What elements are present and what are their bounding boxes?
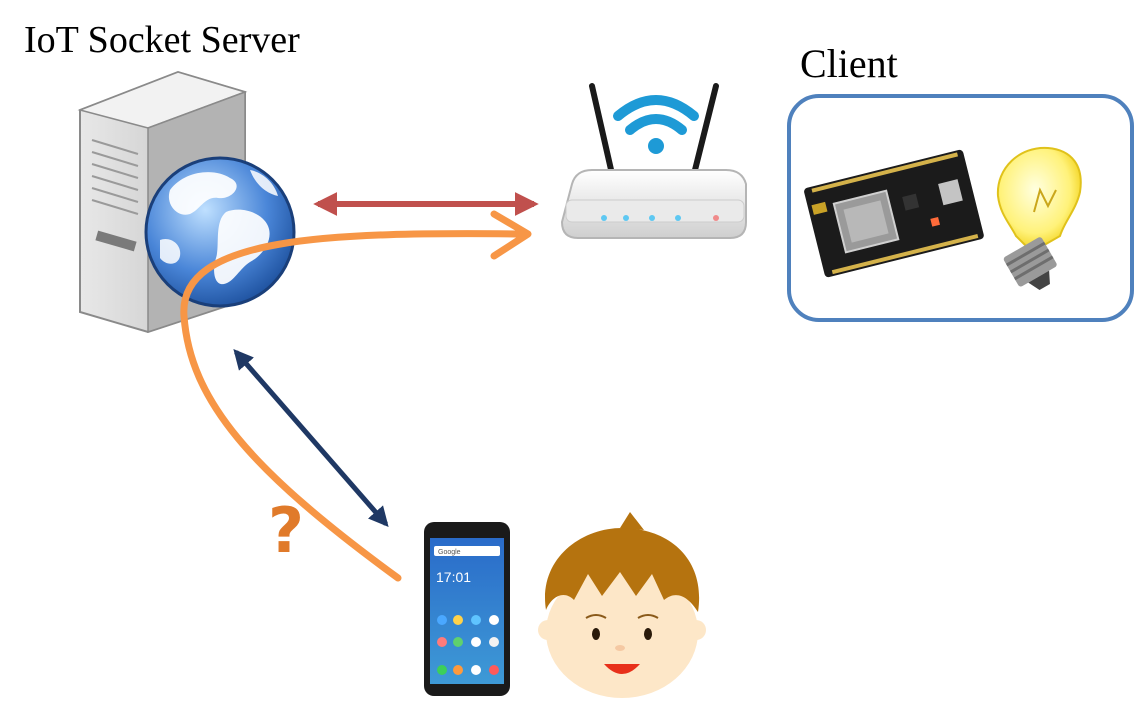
phone-app-grid — [437, 615, 499, 675]
wifi-router-icon — [560, 83, 747, 239]
nodemcu-board-icon — [804, 149, 984, 278]
smartphone-icon: Google 17:01 — [424, 522, 510, 696]
boy-face-icon — [538, 512, 706, 698]
client-title: Client — [800, 41, 898, 86]
server-title: IoT Socket Server — [24, 19, 300, 61]
question-mark: ? — [268, 494, 304, 567]
wifi-signal-icon — [613, 95, 699, 154]
server-phone-double-arrow — [233, 348, 389, 528]
globe-icon — [144, 156, 296, 308]
light-bulb-icon — [996, 146, 1082, 290]
phone-search-brand: Google — [438, 549, 461, 556]
phone-route-curve — [180, 210, 532, 582]
phone-clock: 17:01 — [436, 569, 471, 585]
